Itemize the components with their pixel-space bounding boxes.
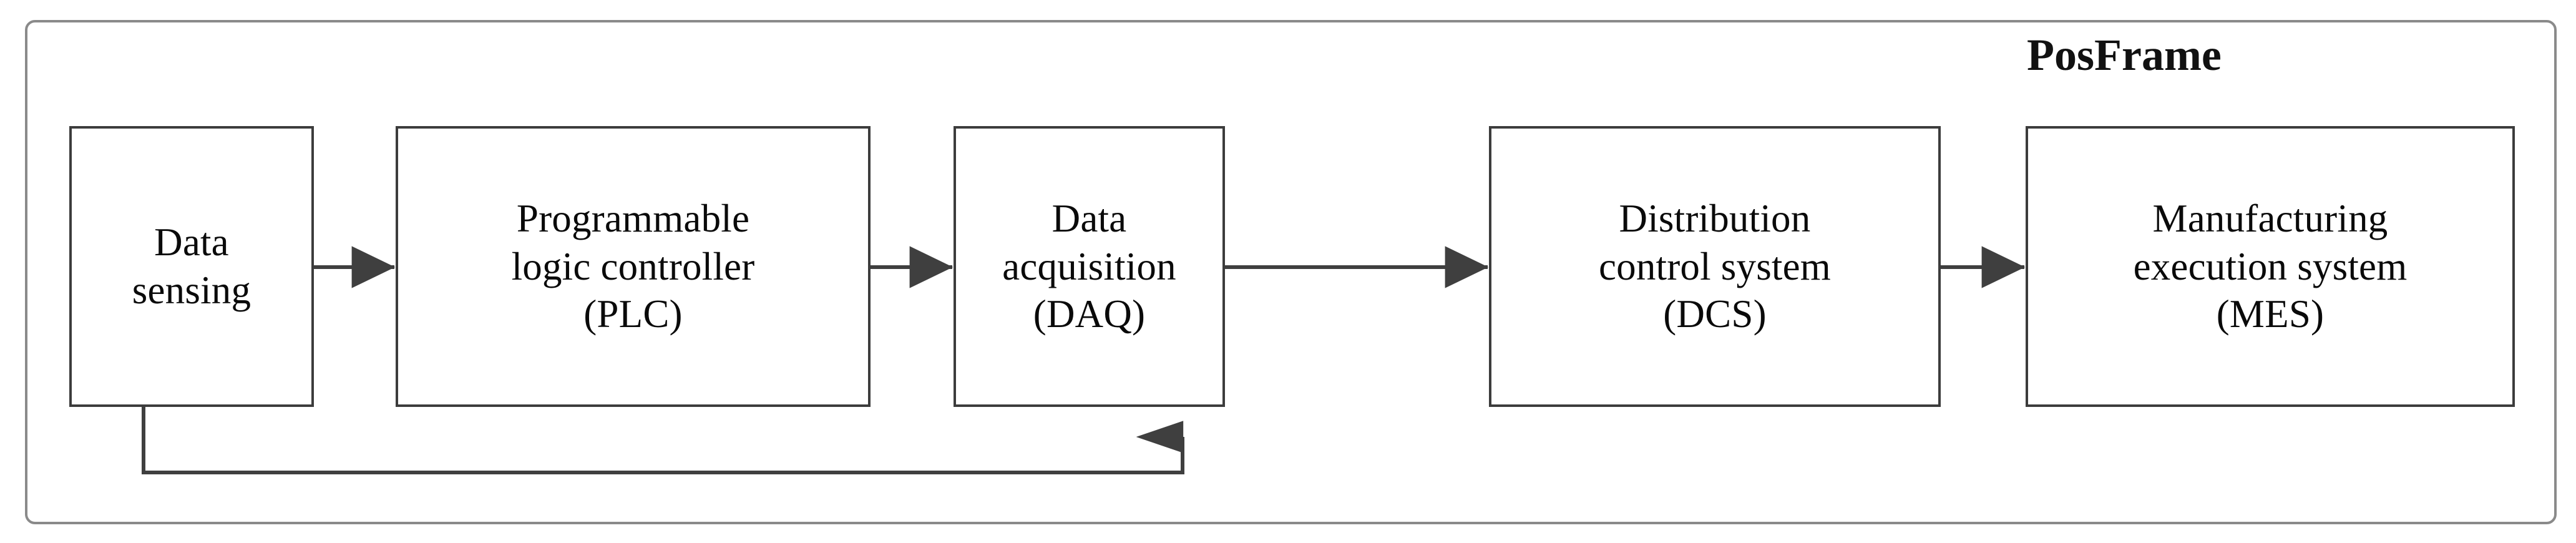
node-label: Data acquisition (DAQ) — [1002, 196, 1176, 336]
node-distribution-control-system[interactable]: Distribution control system (DCS) — [1489, 126, 1941, 407]
node-label: Manufacturing execution system (MES) — [2133, 196, 2408, 336]
node-label: Data sensing — [132, 220, 251, 312]
node-data-acquisition[interactable]: Data acquisition (DAQ) — [954, 126, 1225, 407]
node-label: Distribution control system (DCS) — [1598, 196, 1831, 336]
node-data-sensing[interactable]: Data sensing — [69, 126, 314, 407]
posframe-caption: PosFrame — [2027, 30, 2222, 80]
node-manufacturing-execution-system[interactable]: Manufacturing execution system (MES) — [2026, 126, 2515, 407]
outer-container-frame — [25, 20, 2557, 524]
node-label: Programmable logic controller (PLC) — [511, 196, 755, 336]
node-programmable-logic-controller[interactable]: Programmable logic controller (PLC) — [396, 126, 871, 407]
